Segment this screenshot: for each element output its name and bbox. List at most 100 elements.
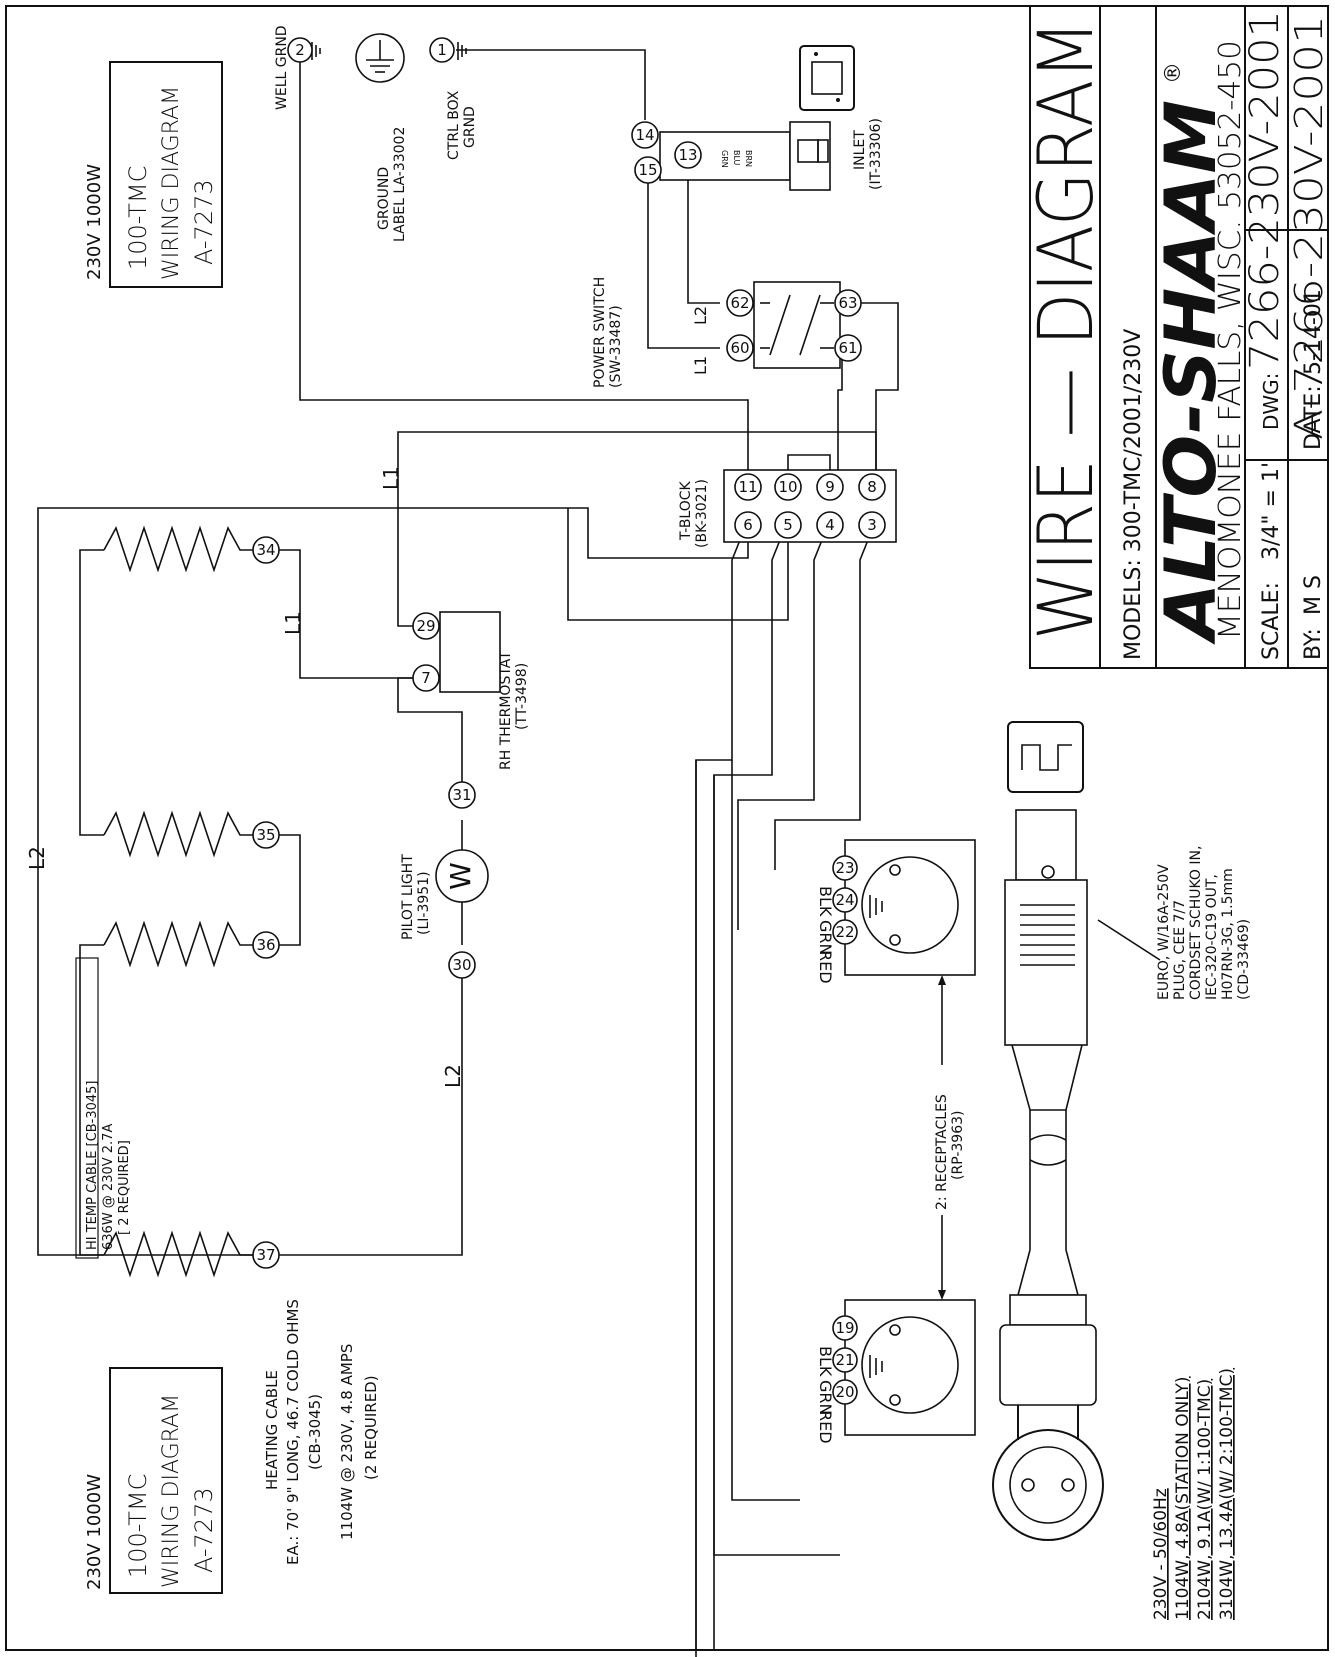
title-text: WIRE — DIAGRAM bbox=[1021, 20, 1110, 640]
inlet-component: GRN BLU BRN INLET (IT-33306) bbox=[659, 45, 884, 191]
cordset-line-4: IEC-320-C19 OUT, bbox=[1204, 874, 1220, 1000]
drawing-border bbox=[5, 5, 1329, 1651]
svg-text:WIRING DIAGRAM: WIRING DIAGRAM bbox=[159, 1394, 184, 1588]
svg-text:63: 63 bbox=[838, 294, 857, 312]
svg-text:60: 60 bbox=[730, 339, 749, 357]
terminal-36: 36 bbox=[252, 931, 280, 959]
svg-text:A-7273: A-7273 bbox=[190, 1487, 218, 1573]
svg-text:2: 2 bbox=[295, 41, 305, 59]
svg-text:230V 1000W: 230V 1000W bbox=[84, 164, 105, 280]
svg-text:30: 30 bbox=[452, 956, 471, 974]
ratings-block: 230V - 50/60Hz 1104W, 4.8A(STATION ONLY)… bbox=[1151, 1368, 1237, 1620]
heating-cable-elements: HI TEMP CABLE [CB-3045] 636W @ 230V 2.7A… bbox=[75, 525, 256, 1278]
svg-text:19: 19 bbox=[835, 1319, 854, 1337]
ground-label-text-2: LABEL LA-33002 bbox=[392, 127, 408, 242]
cordset-drawing: EURO, W/16A-250V PLUG, CEE 7/7 CORDSET S… bbox=[992, 721, 1252, 1541]
svg-text:37: 37 bbox=[256, 1246, 275, 1264]
heating-cable-note: HEATING CABLE EA.: 70' 9" LONG, 46.7 COL… bbox=[263, 1299, 380, 1565]
heater-cable-box bbox=[75, 957, 99, 1259]
terminal-14: 14 bbox=[631, 121, 659, 149]
svg-text:100-TMC: 100-TMC bbox=[124, 1474, 152, 1578]
cordset-line-3: CORDSET SCHUKO IN, bbox=[1188, 846, 1204, 1000]
thermostat-label-2: (TT-3498) bbox=[514, 663, 530, 730]
rh-thermostat: RH THERMOSTAT (TT-3498) bbox=[439, 611, 530, 770]
terminal-20: 20 bbox=[832, 1379, 858, 1405]
scale-value: 3/4" = 1' bbox=[1259, 462, 1284, 560]
svg-text:61: 61 bbox=[838, 339, 857, 357]
address-text: MENOMONEE FALLS, WISC. 53052-450 bbox=[1213, 40, 1248, 640]
terminal-19: 19 bbox=[832, 1315, 858, 1341]
svg-text:15: 15 bbox=[638, 161, 657, 179]
rating-line-4: 3104W, 13.4A(W/ 2:100-TMC) bbox=[1217, 1368, 1237, 1620]
wire-label-l2-bottom: L2 bbox=[441, 1064, 465, 1088]
power-switch-label-2: (SW-33487) bbox=[608, 305, 624, 388]
terminal-29: 29 bbox=[412, 612, 440, 640]
terminal-24: 24 bbox=[832, 887, 858, 913]
svg-text:BLU: BLU bbox=[732, 150, 741, 166]
terminal-63: 63 bbox=[834, 289, 862, 317]
thermostat-label-1: RH THERMOSTAT bbox=[498, 651, 514, 770]
svg-text:A-7273: A-7273 bbox=[190, 179, 218, 265]
dwg-number: A-7266-230V-2001 bbox=[1287, 15, 1331, 440]
wire-label-l1-mid: L1 bbox=[281, 611, 305, 635]
schuko-socket-icon bbox=[992, 1429, 1104, 1541]
by-label: BY: bbox=[1301, 628, 1326, 660]
wires bbox=[37, 49, 899, 1657]
tblock-label-2: (BK-3021) bbox=[694, 479, 710, 548]
wire-label-l1-top: L1 bbox=[379, 466, 403, 490]
svg-text:36: 36 bbox=[256, 936, 275, 954]
svg-text:GRN: GRN bbox=[720, 150, 729, 168]
svg-text:7: 7 bbox=[421, 669, 431, 687]
heater-zigzag-35 bbox=[103, 810, 256, 858]
terminal-11: 11 bbox=[734, 473, 762, 501]
models-text: MODELS: 300-TMC/2001/230V bbox=[1121, 329, 1146, 660]
ctrl-box-text-1: CTRL BOX bbox=[446, 90, 462, 160]
scale-label: SCALE: bbox=[1259, 582, 1284, 660]
cordset-line-6: (CD-33469) bbox=[1236, 919, 1252, 1000]
svg-text:1104W @ 230V, 4.8 AMPS: 1104W @ 230V, 4.8 AMPS bbox=[338, 1344, 356, 1540]
svg-text:[ 2 REQUIRED]: [ 2 REQUIRED] bbox=[117, 1140, 132, 1235]
inlet-label-2: (IT-33306) bbox=[868, 118, 884, 190]
svg-text:35: 35 bbox=[256, 826, 275, 844]
power-switch: POWER SWITCH (SW-33487) L1 L2 bbox=[592, 277, 841, 388]
heater-zigzag-37 bbox=[103, 1230, 256, 1278]
svg-text:BLK: BLK bbox=[816, 886, 835, 917]
pilot-light-symbol: W bbox=[444, 862, 477, 890]
svg-text:BRN: BRN bbox=[744, 150, 753, 167]
svg-text:230V 1000W: 230V 1000W bbox=[84, 1474, 105, 1590]
ref-box-top: 230V 1000W 100-TMC WIRING DIAGRAM A-7273 bbox=[84, 61, 223, 288]
date-label: DATE: bbox=[1301, 385, 1326, 450]
terminal-1: 1 bbox=[429, 37, 455, 63]
svg-text:L2: L2 bbox=[691, 306, 710, 325]
by-value: M S bbox=[1301, 575, 1326, 615]
terminal-5: 5 bbox=[774, 511, 802, 539]
svg-text:100-TMC: 100-TMC bbox=[124, 166, 152, 270]
terminal-61: 61 bbox=[834, 334, 862, 362]
receptacle-lower: BLK GRN RED bbox=[816, 1299, 976, 1444]
svg-text:11: 11 bbox=[738, 478, 757, 496]
svg-text:13: 13 bbox=[678, 146, 697, 164]
terminal-9: 9 bbox=[816, 473, 844, 501]
rating-line-3: 2104W, 9.1A(W/ 1:100-TMC) bbox=[1195, 1379, 1215, 1620]
svg-text:62: 62 bbox=[730, 294, 749, 312]
terminal-37: 37 bbox=[252, 1241, 280, 1269]
ground-label-symbol bbox=[355, 33, 405, 83]
cordset-line-5: H07RN-3G, 1.5mm bbox=[1220, 868, 1236, 1000]
well-grnd-label: WELL GRND bbox=[274, 25, 290, 110]
terminal-2: 2 bbox=[287, 37, 313, 63]
svg-text:21: 21 bbox=[835, 1351, 854, 1369]
dwg-value: 7266-230V-2001 bbox=[1242, 10, 1288, 370]
heater-zigzag-34 bbox=[103, 525, 256, 573]
svg-text:1: 1 bbox=[437, 41, 447, 59]
terminal-22: 22 bbox=[832, 919, 858, 945]
svg-text:(2 REQUIRED): (2 REQUIRED) bbox=[362, 1375, 380, 1480]
svg-text:5: 5 bbox=[783, 516, 793, 534]
svg-text:HEATING CABLE: HEATING CABLE bbox=[263, 1370, 281, 1490]
title-block: WIRE — DIAGRAM MODELS: 300-TMC/2001/230V… bbox=[1021, 5, 1331, 669]
pilot-light-label-1: PILOT LIGHT bbox=[400, 854, 416, 940]
svg-text:BLK: BLK bbox=[816, 1346, 835, 1377]
cordset-line-2: PLUG, CEE 7/7 bbox=[1172, 900, 1188, 1000]
svg-text:(CB-3045): (CB-3045) bbox=[306, 1394, 324, 1470]
svg-text:L1: L1 bbox=[691, 356, 710, 375]
